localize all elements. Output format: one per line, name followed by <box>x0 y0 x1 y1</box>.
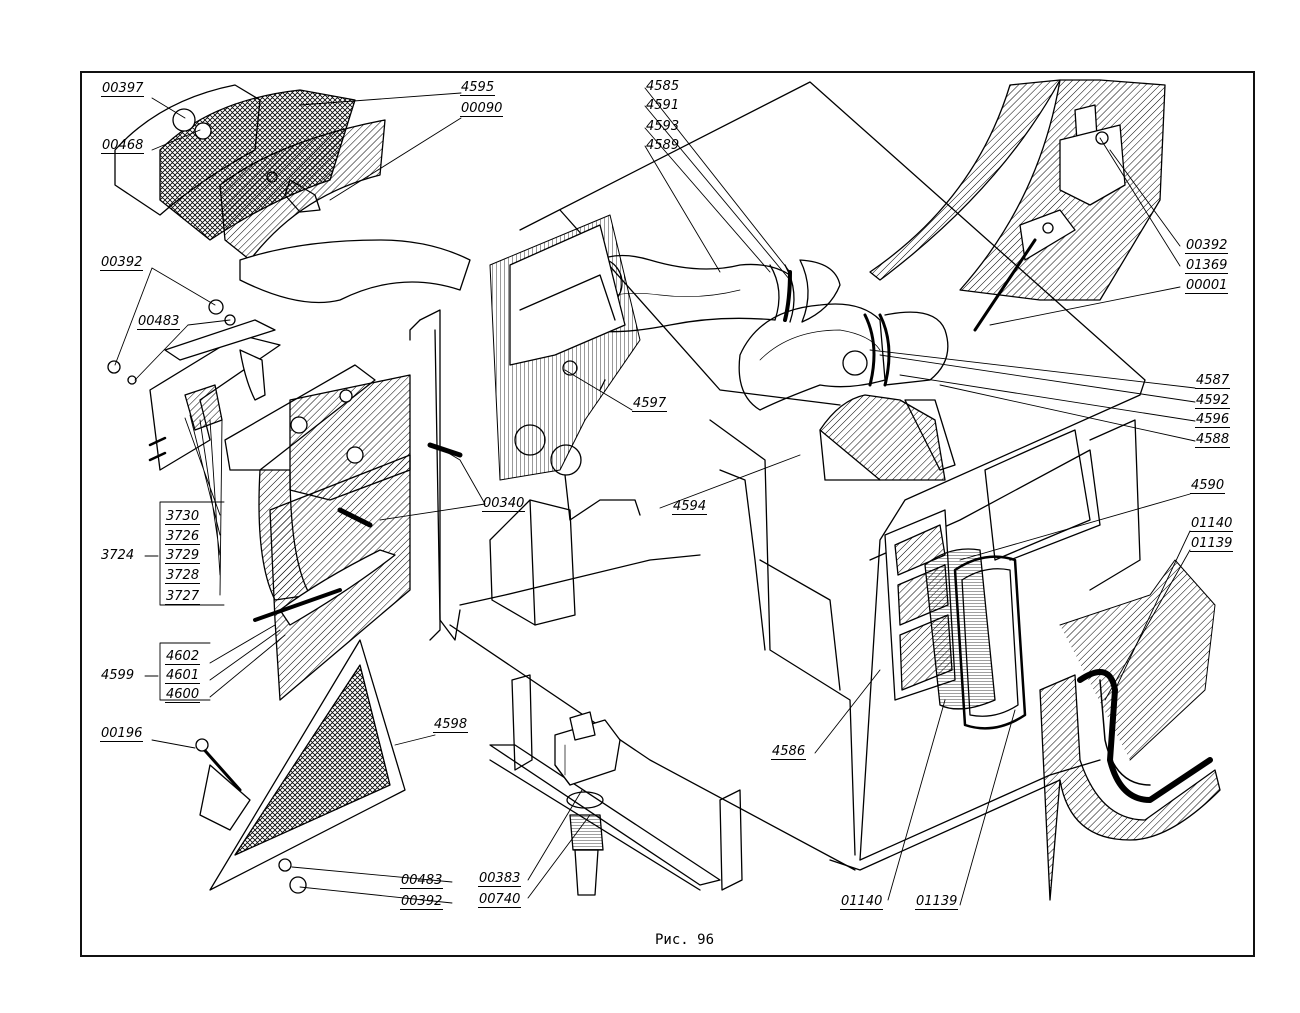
label-3727: 3727 <box>165 589 201 605</box>
label-3729: 3729 <box>165 548 201 564</box>
seal-profile <box>1039 559 1221 901</box>
label-4599: 4599 <box>101 668 135 683</box>
drawing-frame <box>80 71 1255 957</box>
label-4602: 4602 <box>165 649 201 665</box>
leader-lines <box>114 87 1196 906</box>
label-4601: 4601 <box>165 668 201 684</box>
damper-flap <box>253 454 411 701</box>
label-00001: 00001 <box>1185 278 1229 294</box>
label-00483-left: 00483 <box>137 314 181 330</box>
label-01139-bottom: 01139 <box>915 894 959 910</box>
label-3728: 3728 <box>165 568 201 584</box>
door-frame-top-right <box>869 79 1166 332</box>
label-01140-bottom: 01140 <box>840 894 884 910</box>
triangle-grille <box>195 639 406 894</box>
label-3730: 3730 <box>165 509 201 525</box>
label-4597: 4597 <box>632 396 668 412</box>
label-01369: 01369 <box>1185 258 1229 274</box>
drain-fitting <box>554 711 621 896</box>
label-4594: 4594 <box>672 499 708 515</box>
figure-caption: Рис. 96 <box>655 932 715 948</box>
label-4588: 4588 <box>1195 432 1231 448</box>
label-00392-bottom: 00392 <box>400 894 444 910</box>
deflector-panel <box>489 214 641 521</box>
label-00392-right: 00392 <box>1185 238 1229 254</box>
label-00392-left: 00392 <box>100 255 144 271</box>
inlet-bellow <box>819 394 956 481</box>
label-00397: 00397 <box>101 81 145 97</box>
label-01140-right: 01140 <box>1190 516 1234 532</box>
label-01139-right: 01139 <box>1190 536 1234 552</box>
label-4585: 4585 <box>646 79 680 94</box>
cab-housing <box>409 81 1146 871</box>
label-3724: 3724 <box>101 548 135 563</box>
bracket-assembly <box>107 299 463 601</box>
label-4593: 4593 <box>646 119 680 134</box>
label-00383: 00383 <box>478 871 522 887</box>
label-4591: 4591 <box>646 98 680 113</box>
label-4598: 4598 <box>433 717 469 733</box>
label-4587: 4587 <box>1195 373 1231 389</box>
label-4590: 4590 <box>1190 478 1226 494</box>
support-block <box>489 499 576 626</box>
label-00340: 00340 <box>482 496 526 512</box>
label-4592: 4592 <box>1195 393 1231 409</box>
floor-plate <box>489 674 743 891</box>
label-4589: 4589 <box>646 138 680 153</box>
label-00468: 00468 <box>101 138 145 154</box>
label-00196: 00196 <box>100 726 144 742</box>
vent-grille <box>884 509 1027 730</box>
label-4595: 4595 <box>460 80 496 96</box>
label-4596: 4596 <box>1195 412 1231 428</box>
label-3726: 3726 <box>165 529 201 545</box>
mounting-plates-top-left <box>114 84 471 304</box>
label-4600: 4600 <box>165 687 201 703</box>
label-00740: 00740 <box>478 892 522 908</box>
label-00090: 00090 <box>460 101 504 117</box>
label-00483-bottom: 00483 <box>400 873 444 889</box>
label-4586: 4586 <box>771 744 807 760</box>
